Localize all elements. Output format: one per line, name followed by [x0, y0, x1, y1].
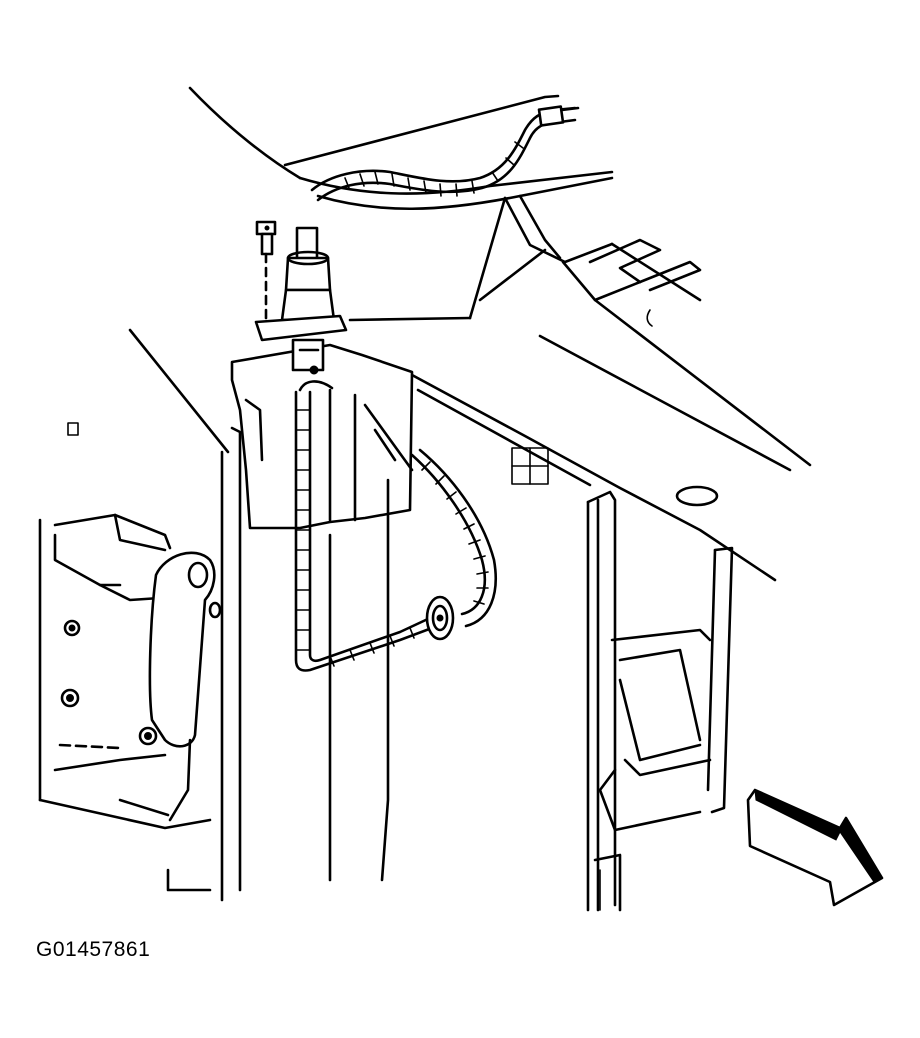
left-bracket-assembly — [38, 513, 222, 892]
upper-wire-harness — [310, 105, 580, 202]
right-bracket-assembly — [598, 546, 734, 832]
figure-id-label: G01457861 — [36, 938, 151, 961]
left-pillar — [67, 328, 242, 902]
direction-arrow-icon — [746, 788, 884, 907]
mounting-bolt — [255, 220, 277, 332]
upper-body-panel — [188, 86, 812, 582]
mounting-bracket — [230, 343, 414, 882]
right-pillar — [511, 447, 622, 912]
sensor-unit — [254, 226, 348, 375]
sensor-wire-harness — [294, 390, 497, 672]
